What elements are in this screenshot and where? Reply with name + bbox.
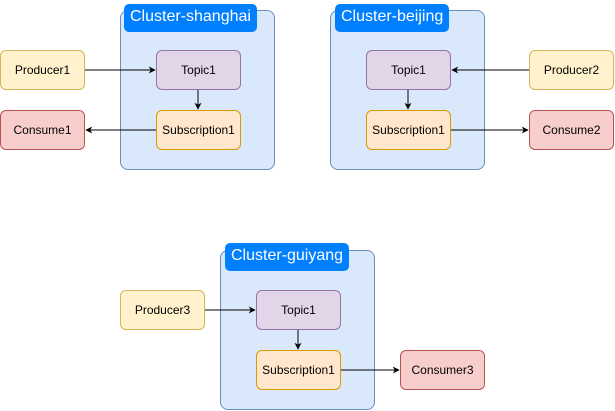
producer-3: Producer3 bbox=[120, 290, 205, 330]
cluster-guiyang-title: Cluster-guiyang bbox=[225, 243, 350, 271]
subscription-beijing: Subscription1 bbox=[366, 110, 451, 150]
topic-shanghai: Topic1 bbox=[156, 50, 241, 90]
topic-beijing: Topic1 bbox=[366, 50, 451, 90]
producer-2: Producer2 bbox=[529, 50, 614, 90]
subscription-guiyang: Subscription1 bbox=[256, 350, 341, 390]
cluster-shanghai-title: Cluster-shanghai bbox=[124, 4, 257, 32]
producer-1: Producer1 bbox=[0, 50, 85, 90]
consumer-1: Consume1 bbox=[0, 110, 85, 150]
consumer-3: Consumer3 bbox=[400, 350, 485, 390]
cluster-beijing-title: Cluster-beijing bbox=[335, 4, 450, 32]
consumer-2: Consume2 bbox=[529, 110, 614, 150]
subscription-shanghai: Subscription1 bbox=[156, 110, 241, 150]
topic-guiyang: Topic1 bbox=[256, 290, 341, 330]
